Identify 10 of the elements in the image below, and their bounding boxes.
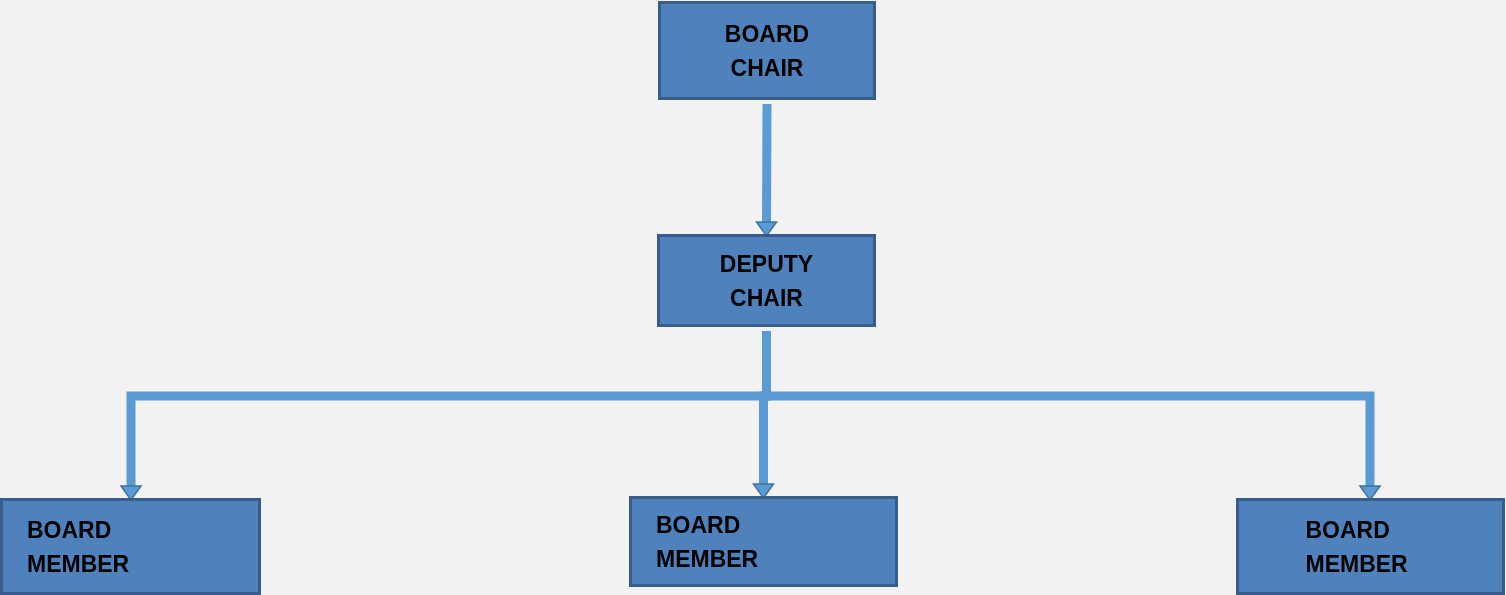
role-title: BOARD MEMBER — [656, 510, 760, 574]
role-title: BOARD MEMBER — [1305, 515, 1409, 579]
role-box — [658, 1, 876, 100]
role-title: BOARD CHAIR — [723, 19, 811, 83]
role-title: DEPUTY CHAIR — [718, 249, 815, 313]
role-title: BOARD MEMBER — [27, 515, 131, 579]
role-box — [0, 498, 261, 595]
role-box — [657, 234, 876, 327]
role-box — [1236, 498, 1505, 595]
role-box — [629, 496, 898, 587]
